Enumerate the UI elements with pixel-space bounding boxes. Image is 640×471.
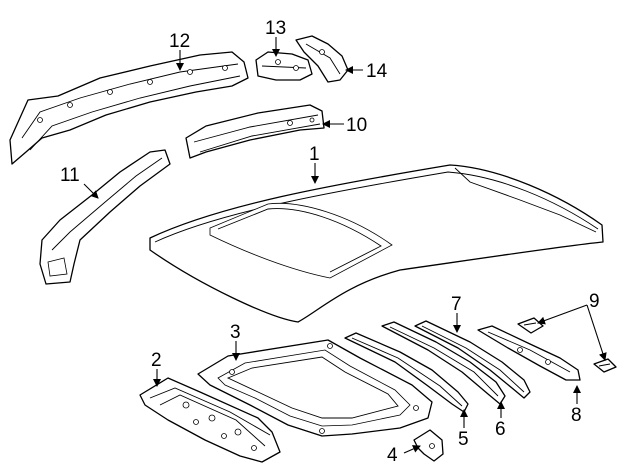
callout-labels: 1 2 3 4 5 6 7 8 9 10 11 12 13 14 (60, 18, 600, 466)
leader-lines (83, 37, 607, 454)
sunroof-frame (197, 339, 433, 437)
callout-14: 14 (366, 61, 388, 82)
callout-13: 13 (265, 18, 286, 39)
callout-3: 3 (230, 322, 241, 343)
roof-bow-6 (381, 321, 506, 405)
roof-reinforcement (477, 325, 581, 381)
corner-bracket (295, 35, 349, 83)
rail-bracket (255, 51, 313, 81)
callout-9: 9 (589, 291, 600, 312)
front-header (185, 104, 325, 159)
callout-1: 1 (309, 144, 320, 165)
roof-panel (149, 164, 604, 323)
callout-10: 10 (346, 115, 367, 136)
roof-bow-7 (414, 320, 531, 399)
callout-11: 11 (60, 165, 80, 186)
callout-6: 6 (495, 419, 506, 440)
side-reinforcement (9, 51, 249, 165)
small-bracket (413, 429, 444, 462)
roof-clip-upper (517, 317, 544, 334)
callout-4: 4 (387, 445, 398, 466)
roof-side-rail (39, 149, 171, 285)
rear-bow (139, 377, 281, 463)
callout-2: 2 (151, 350, 162, 371)
callout-8: 8 (571, 405, 582, 426)
callout-5: 5 (458, 429, 469, 450)
callout-7: 7 (451, 294, 462, 315)
roof-bow-5 (344, 332, 469, 413)
roof-clip-lower (593, 358, 617, 373)
callout-12: 12 (169, 31, 190, 52)
